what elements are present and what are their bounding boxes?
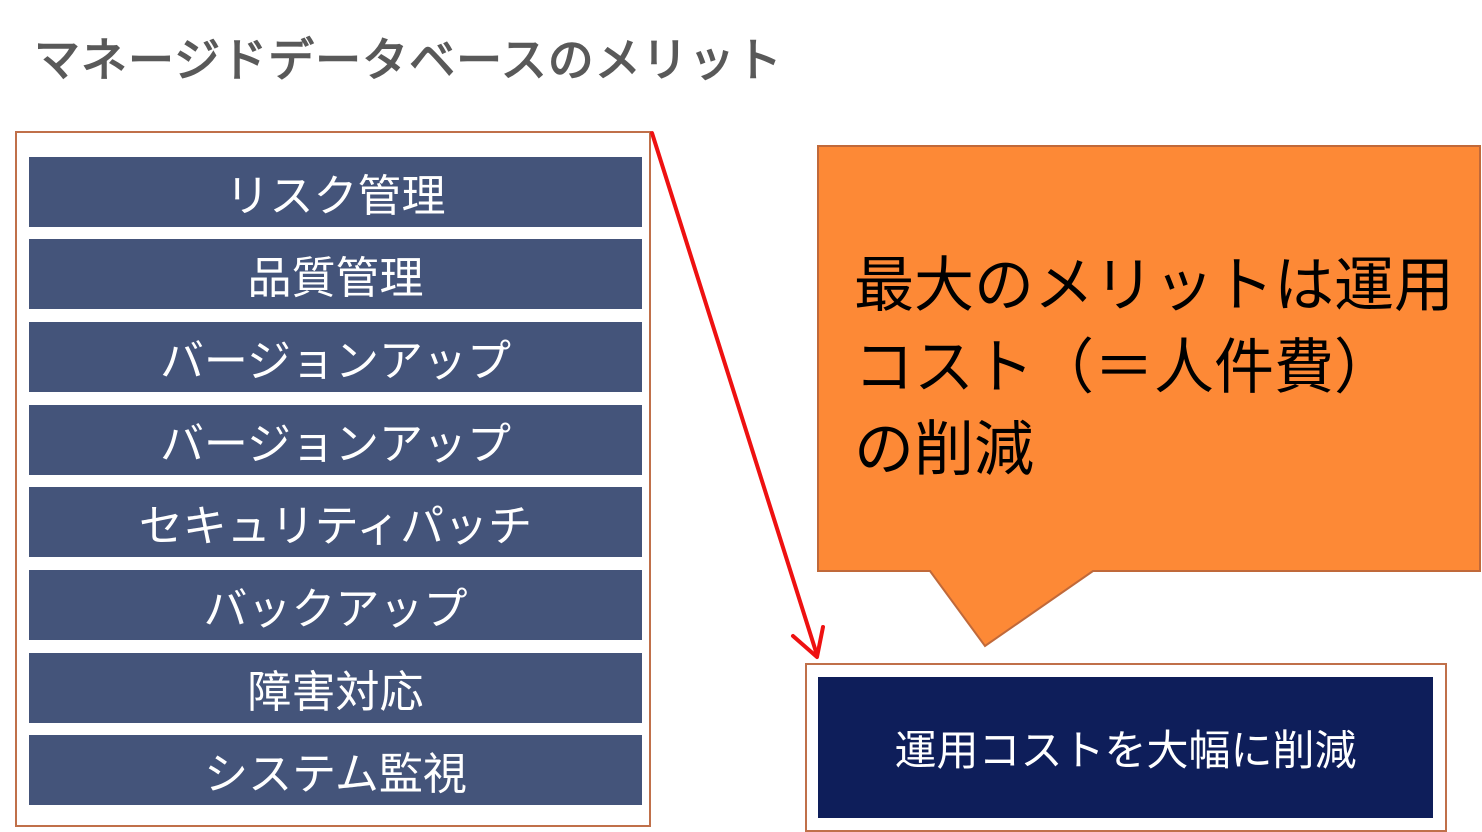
list-item: システム監視 (29, 735, 642, 805)
list-item: バージョンアップ (29, 405, 642, 475)
list-item: 障害対応 (29, 653, 642, 723)
page-title: マネージドデータベースのメリット (34, 33, 783, 87)
arrow-icon (650, 131, 825, 659)
callout-line: コスト（＝人件費） (854, 333, 1394, 403)
result-box: 運用コストを大幅に削減 (818, 677, 1433, 818)
benefits-list: リスク管理 品質管理 バージョンアップ バージョンアップ セキュリティパッチ バ… (15, 131, 651, 827)
list-item: セキュリティパッチ (29, 487, 642, 557)
callout-line: の削減 (854, 415, 1034, 485)
list-item: 品質管理 (29, 239, 642, 309)
callout-text: 最大のメリットは運用 コスト（＝人件費） の削減 (854, 245, 1454, 491)
list-item: バージョンアップ (29, 322, 642, 392)
callout-line: 最大のメリットは運用 (854, 251, 1454, 321)
result-frame: 運用コストを大幅に削減 (805, 663, 1447, 832)
list-item: リスク管理 (29, 157, 642, 227)
callout-bubble (817, 145, 1481, 648)
list-item: バックアップ (29, 570, 642, 640)
